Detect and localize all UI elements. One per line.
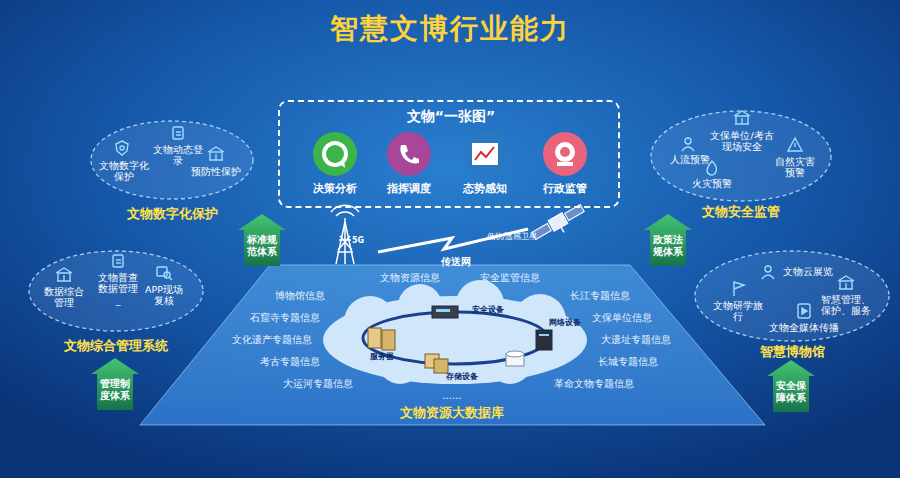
item-label: APP现场复核 [142, 284, 186, 307]
item-label: 文物云展览 [778, 266, 838, 277]
capability-ellipse: 文物数字化保护文物动态登录文物数字化保护预防性保护 [90, 120, 254, 200]
icon [762, 266, 774, 279]
function-circle: 决策分析 [313, 132, 357, 176]
system-arrow: 标准规范体系 [238, 214, 286, 266]
info-label: 文物资源信息 [380, 272, 440, 284]
icon [734, 282, 744, 296]
node-title: 态势感知 [445, 182, 525, 195]
disk-device [506, 351, 524, 366]
security-device [432, 306, 458, 318]
node-title: 智慧博物馆 [707, 344, 877, 360]
node-title: 安全保障体系 [776, 380, 807, 404]
system-arrow: 政策法规体系 [644, 214, 692, 266]
node-title: 文物数字化保护 [87, 206, 257, 222]
capability-ellipse: 文物安全监管人流预警文保单位/考古现场安全自然灾害预警火灾预警 [650, 110, 832, 202]
item-label: 火灾预警 [690, 178, 734, 189]
info-label: 考古专题信息 [260, 356, 320, 368]
node-title: 文物“一张图” [331, 108, 571, 125]
item-label: 预防性保护 [189, 166, 243, 177]
title-rule [30, 56, 870, 58]
info-label: 大遗址专题信息 [601, 334, 671, 346]
info-label: 文化遗产专题信息 [232, 334, 312, 346]
node-title: 政策法规体系 [653, 234, 684, 258]
item-label: 智慧管理、保护、服务 [820, 294, 872, 317]
item-label: 人流预警 [669, 154, 711, 165]
info-label: 大运河专题信息 [283, 378, 353, 390]
ellipsis-label: ...... [442, 390, 461, 402]
node-outline [387, 132, 431, 176]
item-label: 文物数字化保护 [96, 160, 152, 183]
server-device [368, 328, 395, 350]
icon [734, 111, 750, 124]
info-label: 安全监管信息 [480, 272, 540, 284]
node-title: 管理制度体系 [100, 378, 131, 402]
icon [56, 268, 72, 281]
icon [113, 255, 123, 267]
function-circle: 行政监管 [543, 132, 587, 176]
icon [116, 141, 128, 155]
item-label: 文物全媒体传播 [764, 322, 844, 333]
device-label: 网络设备 [549, 318, 581, 328]
network-label: 低轨/遥感卫星 [487, 232, 538, 242]
info-label: 长城专题信息 [598, 356, 658, 368]
icon [798, 304, 810, 318]
system-arrow: 安全保障体系 [767, 360, 815, 412]
icon [208, 147, 224, 160]
icon [173, 127, 183, 139]
item-label: 文物普查数据管理_ [97, 272, 139, 306]
device-label: 存储设备 [446, 372, 478, 382]
node-title: 文物安全监管 [656, 204, 826, 220]
node-title: 决策分析 [295, 182, 375, 195]
node-title: 文物综合管理系统 [31, 338, 201, 354]
node-title: 文物资源大数据库 [352, 405, 552, 421]
node-title: 指挥调度 [369, 182, 449, 195]
cloud [323, 280, 587, 384]
node-outline [313, 132, 357, 176]
network-ring [363, 312, 547, 364]
node-outline [543, 132, 587, 176]
network-label: 5G [352, 236, 364, 246]
item-label: 文物动态登录 [153, 144, 203, 167]
node-outline [463, 132, 507, 176]
capability-ellipse: 文物综合管理系统数据综合管理文物普查数据管理_APP现场复核 [28, 250, 204, 332]
storage-device [425, 354, 448, 373]
device-label: 安全设备 [472, 305, 504, 315]
system-arrow: 管理制度体系 [91, 358, 139, 410]
node-title: 标准规范体系 [247, 234, 278, 258]
function-circle: 态势感知 [463, 132, 507, 176]
icon [157, 267, 172, 280]
item-label: 文物研学旅行 [713, 300, 763, 323]
network-device [536, 330, 552, 350]
info-label: 革命文物专题信息 [554, 378, 634, 390]
icon [838, 276, 854, 289]
tower-5g [331, 205, 359, 264]
network-label: 传送网 [441, 256, 471, 268]
icon [788, 138, 802, 151]
icon [324, 143, 346, 168]
device-label: 服务器 [370, 352, 394, 362]
info-label: 文保单位信息 [592, 312, 652, 324]
item-label: 数据综合管理 [43, 286, 85, 309]
icon [400, 145, 419, 163]
node-title: 行政监管 [525, 182, 605, 195]
map-panel: 文物“一张图”决策分析指挥调度态势感知行政监管 [278, 100, 620, 208]
page-title: 智慧文博行业能力 [0, 10, 900, 48]
icon [472, 143, 498, 165]
item-label: 文保单位/考古现场安全 [707, 130, 777, 153]
info-label: 石窟寺专题信息 [250, 312, 320, 324]
info-label: 长江专题信息 [570, 290, 630, 302]
icon [682, 138, 694, 151]
item-label: 自然灾害预警 [774, 156, 816, 179]
capability-ellipse: 智慧博物馆文物云展览文物研学旅行智慧管理、保护、服务文物全媒体传播 [694, 250, 890, 342]
function-circle: 指挥调度 [387, 132, 431, 176]
icon [555, 142, 575, 166]
satellite [531, 203, 588, 247]
info-label: 博物馆信息 [275, 290, 325, 302]
